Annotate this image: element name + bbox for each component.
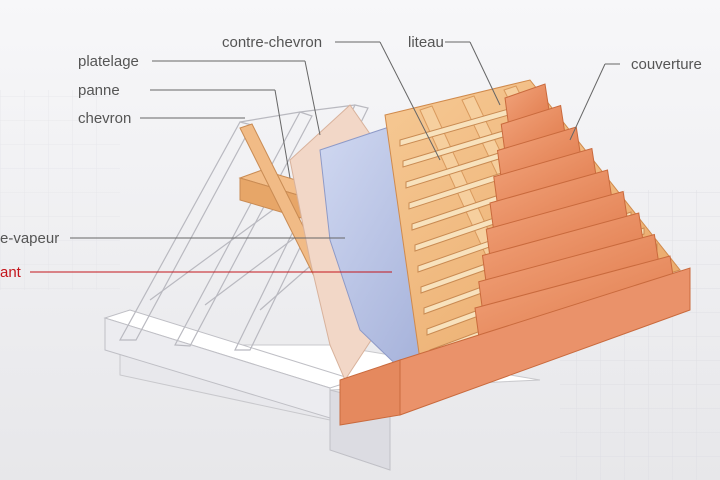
leader-lines (70, 41, 620, 239)
label-platelage: platelage (78, 53, 139, 70)
leader-contre-chevron-tip (379, 41, 441, 161)
label-isolant: ant (0, 264, 22, 281)
label-chevron: chevron (78, 110, 131, 127)
leader-panne-tip (274, 89, 291, 179)
background-grid-left (0, 90, 120, 290)
eaves (339, 267, 691, 426)
leader-platelage-tip (304, 60, 321, 136)
tiles (474, 83, 675, 339)
label-panne: panne (78, 82, 120, 99)
tie-beams (103, 309, 357, 419)
label-contre-chevron: contre-chevron (222, 34, 322, 51)
label-couverture: couverture (631, 56, 702, 73)
label-pare-vapeur: e-vapeur (0, 230, 59, 247)
leader-liteau-tip (469, 41, 501, 106)
label-liteau: liteau (408, 34, 444, 51)
leader-couverture-tip (569, 63, 606, 141)
